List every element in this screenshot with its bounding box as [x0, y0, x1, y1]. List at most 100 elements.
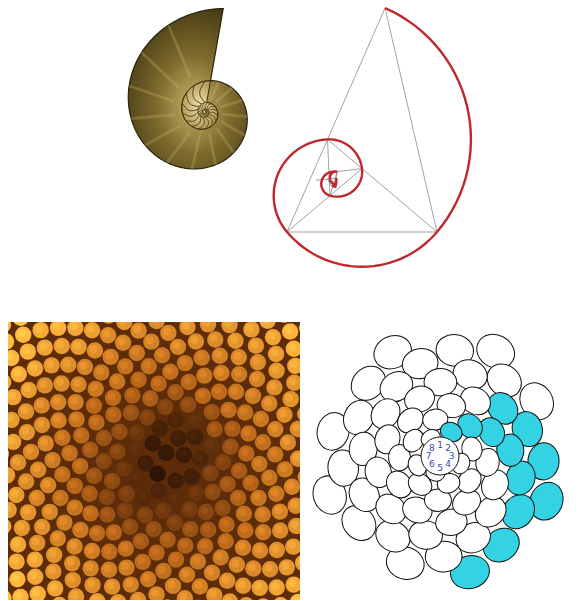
floret-highlight [47, 455, 55, 463]
sunflower-floret [265, 329, 281, 345]
sunflower-floret [29, 490, 45, 506]
floret-highlight [29, 554, 37, 562]
floret-highlight [87, 580, 95, 588]
floret-highlight [222, 575, 230, 583]
sunflower-floret [211, 383, 227, 399]
floret-highlight [84, 488, 92, 496]
sunflower-floret [8, 333, 14, 349]
sunflower-floret [286, 341, 300, 357]
shell-septum [206, 110, 209, 112]
sunflower-floret [238, 597, 254, 600]
floret-highlight [184, 504, 192, 512]
sunflower-floret [68, 411, 84, 427]
sunflower-floret [45, 563, 61, 579]
sunflower-floret [137, 507, 153, 523]
golden-spiral-curve [274, 8, 471, 267]
floret-highlight [203, 322, 211, 327]
sunflower-floret [142, 390, 158, 406]
floret-highlight [75, 461, 83, 469]
sunflower-floret [100, 327, 116, 343]
floret-highlight [125, 407, 133, 415]
sunflower-floret [284, 478, 300, 494]
sunflower-floret [290, 421, 300, 437]
floret-highlight [183, 399, 191, 407]
sunflower-floret [53, 375, 69, 391]
sunflower-floret [56, 514, 72, 530]
sunflower-floret [240, 425, 256, 441]
sunflower-photo [8, 322, 300, 600]
floret-highlight [223, 404, 231, 412]
sunflower-floret [279, 559, 295, 575]
floret-highlight [224, 322, 232, 328]
sunflower-floret [60, 357, 76, 373]
sunflower-floret [282, 323, 298, 339]
sunflower-floret [285, 576, 300, 592]
sunflower-floret [104, 578, 120, 594]
sunflower-floret [197, 538, 213, 554]
floret-highlight [113, 597, 121, 600]
sunflower-floret [104, 473, 120, 489]
sunflower-floret [202, 465, 218, 481]
floret-highlight [209, 424, 217, 432]
sunflower-floret [249, 371, 265, 387]
floret-highlight [39, 380, 47, 388]
sunflower-floret [177, 355, 193, 371]
shell-streak [142, 53, 180, 88]
floret-number: 8 [429, 443, 435, 452]
floret-highlight [146, 336, 154, 344]
sunflower-floret [167, 412, 183, 428]
sunflower-floret [117, 502, 133, 518]
floret-highlight [237, 542, 245, 550]
floret-highlight [44, 506, 52, 514]
sunflower-floret [200, 522, 216, 538]
sunflower-floret [70, 376, 86, 392]
floret-highlight [218, 457, 226, 465]
shell-body [128, 9, 247, 169]
sunflower-floret [255, 598, 271, 600]
floret-highlight [135, 536, 143, 544]
sunflower-floret [148, 586, 164, 600]
sunflower-floret [137, 455, 153, 471]
sunflower-floret [68, 588, 84, 600]
shell-streak [167, 133, 189, 163]
sunflower-floret [116, 461, 132, 477]
floret-highlight [279, 409, 287, 417]
floret-highlight [268, 332, 276, 340]
floret-highlight [96, 367, 104, 375]
sunflower-floret [44, 452, 60, 468]
sunflower-floret [86, 468, 102, 484]
floret-highlight [118, 337, 126, 345]
floret-highlight [48, 566, 56, 574]
floret-highlight [102, 509, 110, 517]
sunflower-floret [123, 576, 139, 592]
floret-highlight [257, 509, 265, 517]
sunflower-floret [204, 484, 220, 500]
sunflower-floret [89, 593, 105, 600]
sunflower-floret [19, 424, 35, 440]
sunflower-floret [145, 521, 161, 537]
floret-highlight [205, 468, 213, 476]
sunflower-floret [67, 322, 83, 336]
floret-highlight [59, 517, 67, 525]
floret-center [421, 437, 459, 475]
floret-highlight [290, 500, 298, 508]
floret-highlight [54, 600, 62, 601]
floret-highlight [279, 464, 287, 472]
sunflower-floret [46, 547, 62, 563]
sunflower-floret [127, 441, 143, 457]
sunflower-floret [105, 406, 121, 422]
sunflower-floret [116, 322, 132, 330]
sunflower-floret [245, 560, 261, 576]
floret-highlight [207, 487, 215, 495]
floret-highlight [293, 596, 300, 600]
floret-highlight [32, 588, 40, 596]
sunflower-floret [30, 586, 46, 600]
sunflower-floret [30, 461, 46, 477]
floret-highlight [52, 533, 60, 541]
sunflower-floret [143, 333, 159, 349]
shell-septum [200, 81, 206, 102]
nautilus-shell [128, 9, 247, 169]
floret-highlight [69, 480, 77, 488]
sunflower-floret [181, 501, 197, 517]
sunflower-floret [122, 519, 138, 535]
